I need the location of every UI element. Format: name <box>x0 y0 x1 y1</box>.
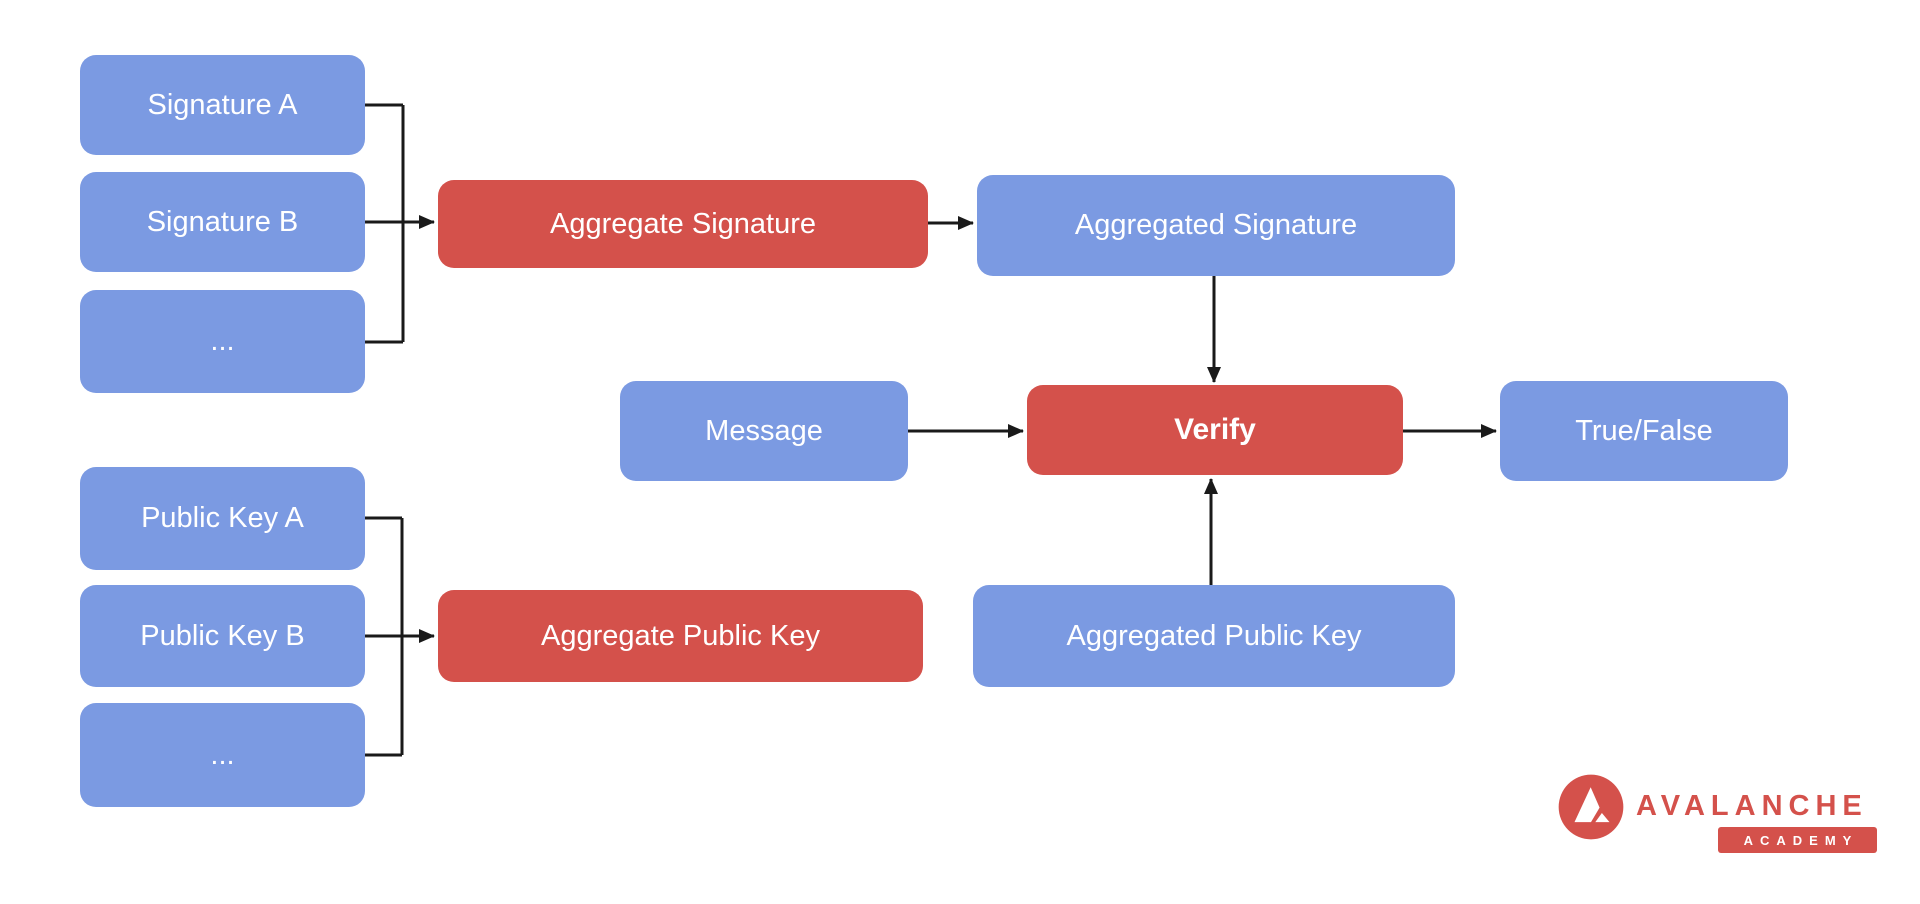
brand-name: AVALANCHE <box>1636 790 1868 822</box>
node-label: Aggregate Public Key <box>541 619 820 652</box>
node-aggregate-signature: Aggregate Signature <box>438 180 928 268</box>
brand-badge: ACADEMY <box>1718 827 1877 853</box>
connector-public-keys-bracket <box>365 516 404 757</box>
node-public-key-b: Public Key B <box>80 585 365 687</box>
node-aggregated-signature: Aggregated Signature <box>977 175 1455 276</box>
node-signature-ellipsis: ... <box>80 290 365 393</box>
connector-signatures-bracket <box>365 103 405 344</box>
node-label: Signature B <box>146 205 299 238</box>
node-label: ... <box>210 738 235 771</box>
node-aggregated-public-key: Aggregated Public Key <box>973 585 1455 687</box>
node-label: True/False <box>1575 414 1713 447</box>
node-label: Signature A <box>147 88 298 121</box>
brand-badge-label: ACADEMY <box>1743 832 1859 848</box>
node-label: ... <box>210 325 235 357</box>
node-verify: Verify <box>1027 385 1403 475</box>
node-label: Public Key B <box>140 619 305 652</box>
node-aggregate-public-key: Aggregate Public Key <box>438 590 923 682</box>
node-public-key-ellipsis: ... <box>80 703 365 807</box>
node-signature-a: Signature A <box>80 55 365 155</box>
node-label: Public Key A <box>141 502 304 534</box>
node-label: Aggregate Signature <box>549 207 817 240</box>
node-signature-b: Signature B <box>80 172 365 272</box>
node-label: Verify <box>1174 413 1256 446</box>
node-label: Aggregated Signature <box>1074 209 1358 241</box>
node-label: Message <box>705 414 823 447</box>
node-message: Message <box>620 381 908 481</box>
avalanche-academy-logo: AVALANCHE ACADEMY <box>1556 766 1880 858</box>
node-public-key-a: Public Key A <box>80 467 365 570</box>
node-label: Aggregated Public Key <box>1066 619 1362 652</box>
avalanche-logo-icon <box>1558 774 1624 840</box>
node-true-false: True/False <box>1500 381 1788 481</box>
